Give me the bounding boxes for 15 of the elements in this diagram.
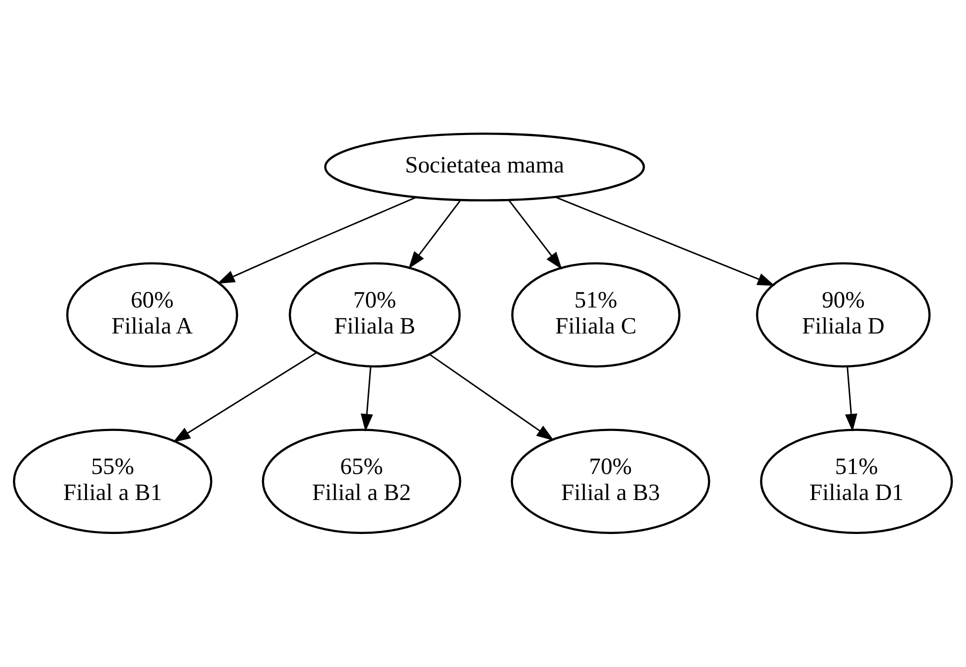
- node-ellipse: Societatea mama: [324, 132, 645, 202]
- arrow: [360, 366, 373, 432]
- node-ellipse: 65% Filial a B2: [262, 428, 462, 534]
- node-ellipse: 51% Filiala D1: [760, 428, 953, 534]
- node-ellipse: 51% Filiala C: [511, 262, 680, 368]
- node-ellipse: 60% Filiala A: [66, 262, 238, 368]
- arrow: [217, 196, 417, 284]
- arrow: [430, 354, 554, 441]
- arrow: [845, 366, 858, 432]
- arrow: [172, 352, 317, 442]
- node-ellipse: 70% Filiala B: [288, 262, 461, 368]
- node-ellipse: 70% Filial a B3: [510, 428, 710, 534]
- arrow: [554, 196, 776, 286]
- arrow: [508, 199, 562, 270]
- arrow: [408, 199, 462, 269]
